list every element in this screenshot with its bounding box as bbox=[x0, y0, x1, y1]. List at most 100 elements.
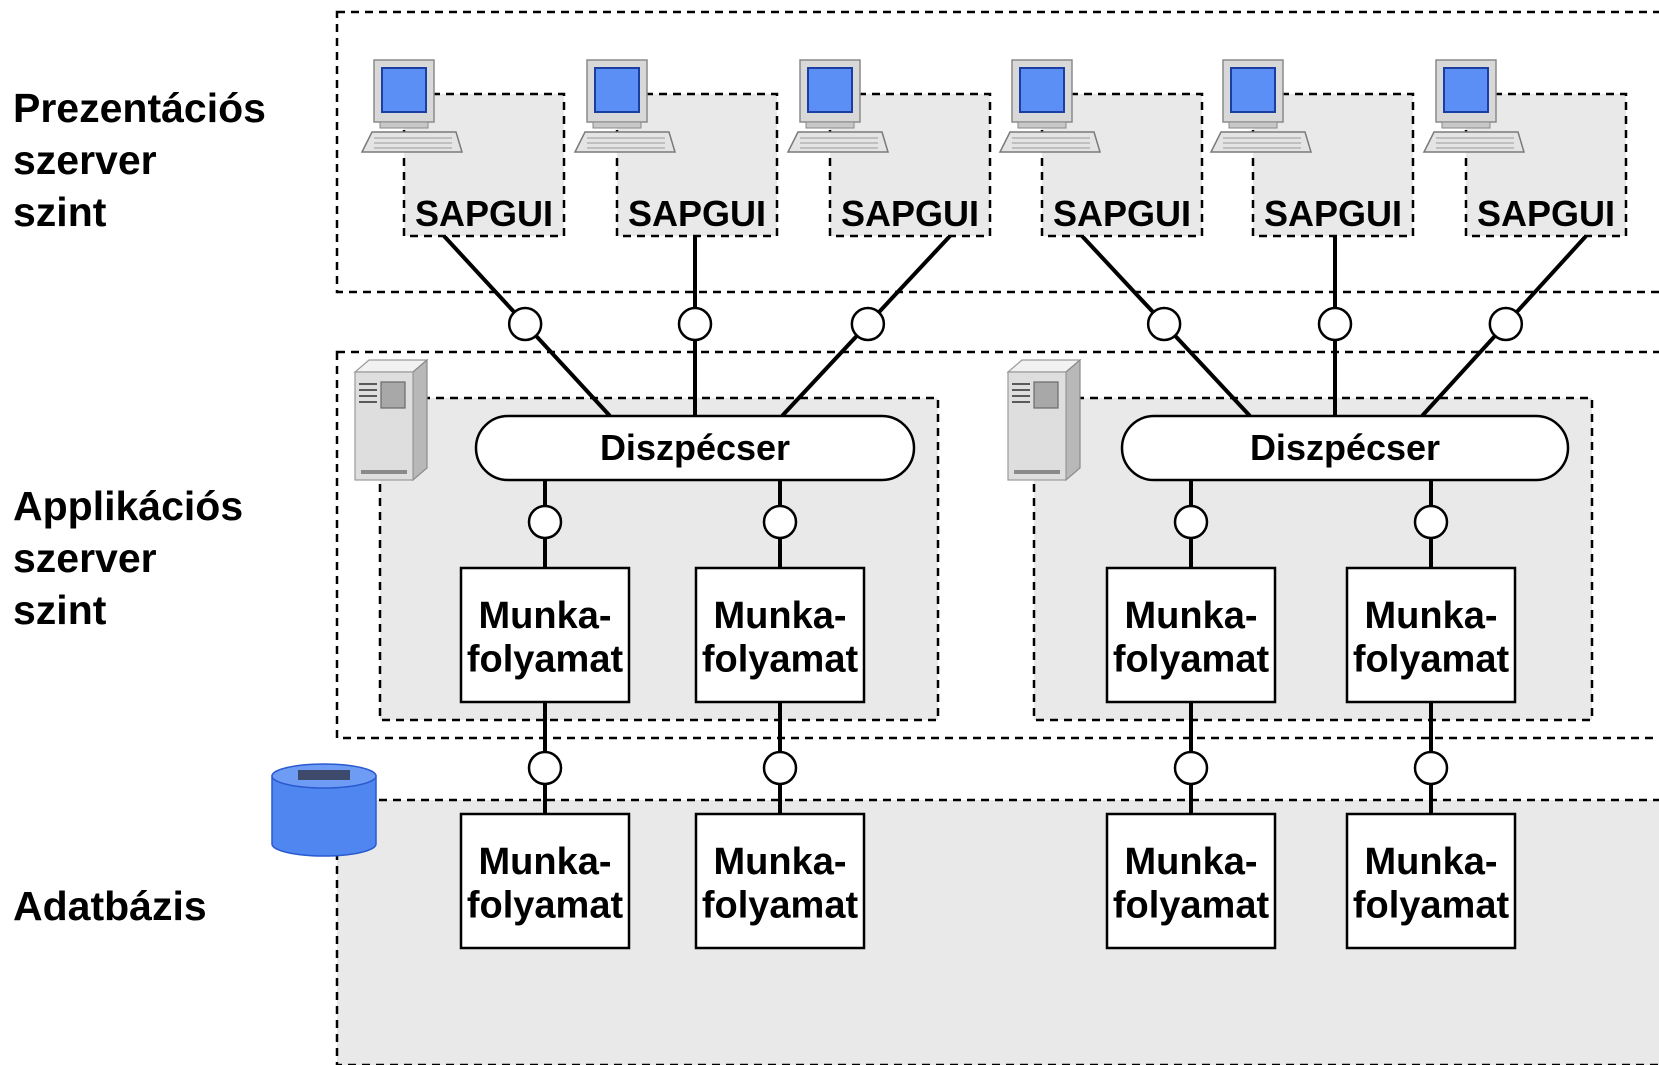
work-process-label: Munka-folyamat bbox=[467, 595, 624, 681]
monitor-base bbox=[1017, 121, 1067, 129]
sapgui-label: SAPGUI bbox=[1264, 193, 1402, 234]
work-process-box bbox=[1105, 812, 1277, 950]
client-5: SAPGUI bbox=[1209, 59, 1415, 238]
work-process-box bbox=[1345, 812, 1517, 950]
server-icon bbox=[353, 358, 429, 482]
server-side bbox=[412, 358, 428, 482]
server-foot bbox=[1014, 470, 1060, 474]
dispatcher-label: Diszpécser bbox=[600, 427, 790, 468]
sapgui-label: SAPGUI bbox=[841, 193, 979, 234]
work-process-label-line: folyamat bbox=[1113, 639, 1270, 681]
server-side bbox=[1065, 358, 1081, 482]
keyboard bbox=[573, 131, 677, 153]
work-process-label: Munka-folyamat bbox=[702, 595, 859, 681]
interface-circle bbox=[850, 306, 886, 342]
work-process-label-line: folyamat bbox=[702, 885, 859, 927]
monitor-screen bbox=[381, 67, 427, 113]
work-process-label-line: Munka- bbox=[1125, 595, 1258, 637]
work-process-box bbox=[694, 566, 866, 704]
server-panel bbox=[380, 381, 406, 409]
monitor-screen bbox=[594, 67, 640, 113]
tier-label-database: Adatbázis bbox=[13, 883, 207, 929]
monitor-screen bbox=[807, 67, 853, 113]
monitor-screen bbox=[1019, 67, 1065, 113]
monitor-screen bbox=[1443, 67, 1489, 113]
interface-circle bbox=[677, 306, 713, 342]
database-slot bbox=[298, 770, 350, 780]
monitor-base bbox=[1228, 121, 1278, 129]
work-process-label: Munka-folyamat bbox=[1113, 595, 1270, 681]
server-foot bbox=[361, 470, 407, 474]
interface-circle bbox=[507, 306, 543, 342]
client-6: SAPGUI bbox=[1422, 59, 1628, 238]
work-process-box bbox=[459, 566, 631, 704]
work-process-label: Munka-folyamat bbox=[467, 841, 624, 927]
sapgui-label: SAPGUI bbox=[1477, 193, 1615, 234]
client-4: SAPGUI bbox=[998, 59, 1204, 238]
sapgui-label: SAPGUI bbox=[1053, 193, 1191, 234]
sapgui-frame bbox=[1464, 92, 1628, 238]
dispatcher-box bbox=[474, 414, 916, 482]
client-3: SAPGUI bbox=[786, 59, 992, 238]
interface-circle bbox=[762, 750, 798, 786]
interface-circle bbox=[1413, 750, 1449, 786]
db-work-process-3: Munka-folyamat bbox=[1105, 812, 1277, 950]
monitor-base bbox=[805, 121, 855, 129]
keyboard bbox=[1422, 131, 1526, 153]
work-process-label: Munka-folyamat bbox=[1353, 595, 1510, 681]
interface-circle bbox=[527, 750, 563, 786]
interface-circle bbox=[1173, 750, 1209, 786]
work-process-label-line: Munka- bbox=[714, 595, 847, 637]
interface-circle bbox=[1173, 504, 1209, 540]
sapgui-label: SAPGUI bbox=[415, 193, 553, 234]
interface-circle bbox=[1146, 306, 1182, 342]
work-process-label-line: folyamat bbox=[1113, 885, 1270, 927]
work-process-label-line: folyamat bbox=[1353, 885, 1510, 927]
work-process-label: Munka-folyamat bbox=[1113, 841, 1270, 927]
work-process-label-line: folyamat bbox=[702, 639, 859, 681]
work-process-box bbox=[694, 812, 866, 950]
work-process-label: Munka-folyamat bbox=[1353, 841, 1510, 927]
monitor-base bbox=[592, 121, 642, 129]
interface-circle bbox=[1317, 306, 1353, 342]
server-panel bbox=[1033, 381, 1059, 409]
database-icon bbox=[271, 763, 377, 857]
work-process-label-line: folyamat bbox=[467, 885, 624, 927]
keyboard bbox=[1209, 131, 1313, 153]
tier-label-application: Applikációs szerver szint bbox=[13, 483, 244, 633]
keyboard bbox=[786, 131, 890, 153]
db-work-process-1: Munka-folyamat bbox=[459, 812, 631, 950]
db-work-process-2: Munka-folyamat bbox=[694, 812, 866, 950]
client-1: SAPGUI bbox=[360, 59, 566, 238]
monitor-screen bbox=[1230, 67, 1276, 113]
work-process-box bbox=[1105, 566, 1277, 704]
client-2: SAPGUI bbox=[573, 59, 779, 238]
dispatcher-label: Diszpécser bbox=[1250, 427, 1440, 468]
work-process-box bbox=[1345, 566, 1517, 704]
database-body bbox=[271, 775, 377, 857]
interface-circle bbox=[1413, 504, 1449, 540]
work-process-label-line: folyamat bbox=[467, 639, 624, 681]
work-process-label-line: Munka- bbox=[479, 841, 612, 883]
work-process-label-line: Munka- bbox=[1365, 841, 1498, 883]
monitor-base bbox=[1441, 121, 1491, 129]
db-work-process-4: Munka-folyamat bbox=[1345, 812, 1517, 950]
work-process-box bbox=[459, 812, 631, 950]
server-icon bbox=[1006, 358, 1082, 482]
work-process-label-line: Munka- bbox=[479, 595, 612, 637]
monitor-base bbox=[379, 121, 429, 129]
interface-circle bbox=[527, 504, 563, 540]
dispatcher-box bbox=[1120, 414, 1570, 482]
keyboard bbox=[360, 131, 464, 153]
work-process-label-line: Munka- bbox=[1125, 841, 1258, 883]
work-process-label: Munka-folyamat bbox=[702, 841, 859, 927]
interface-circle bbox=[762, 504, 798, 540]
work-process-label-line: Munka- bbox=[714, 841, 847, 883]
tier-label-presentation: Prezentációs szerver szint bbox=[13, 85, 266, 235]
keyboard bbox=[998, 131, 1102, 153]
work-process-label-line: Munka- bbox=[1365, 595, 1498, 637]
work-process-label-line: folyamat bbox=[1353, 639, 1510, 681]
